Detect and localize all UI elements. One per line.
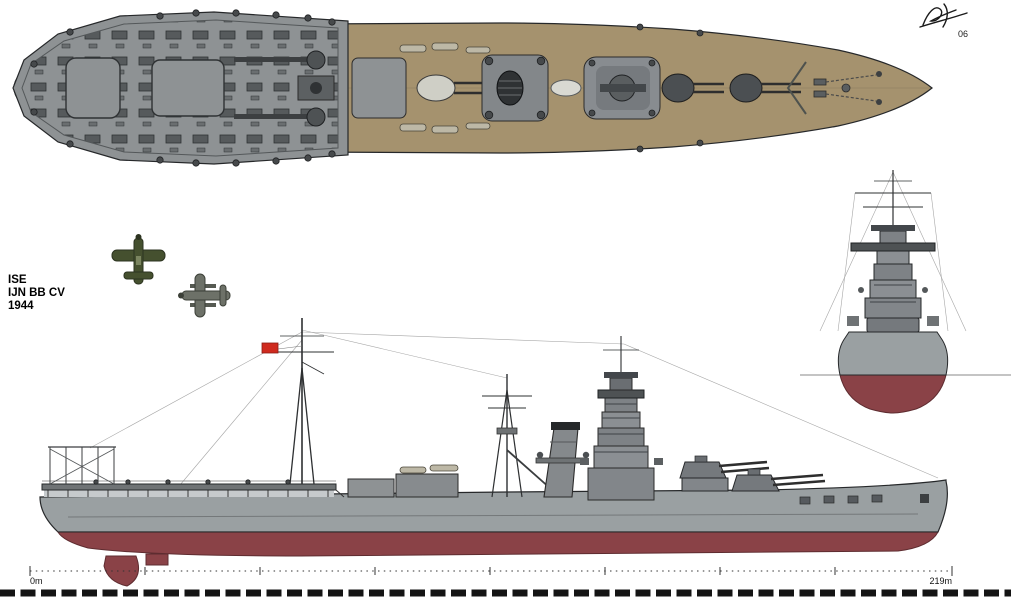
profile-underbody — [57, 531, 939, 557]
scale-end-label: 219m — [929, 576, 952, 586]
naval-ensign-flag — [261, 342, 279, 354]
profile-casemates — [799, 494, 883, 505]
scale-bar: 0m 219m — [29, 566, 953, 586]
aircraft-1 — [111, 234, 166, 285]
bow-turret-face — [866, 317, 920, 333]
ship-year-label: 1944 — [8, 300, 34, 312]
profile-degaussing-line — [67, 513, 919, 518]
signature-year: 06 — [958, 29, 968, 39]
aircraft-1-tailplane — [123, 271, 154, 280]
artist-signature-mark — [919, 3, 968, 28]
plan-pagoda — [583, 56, 661, 120]
profile-rudder — [103, 555, 139, 587]
profile-turret-1 — [731, 468, 826, 492]
plan-funnel-group — [481, 54, 549, 122]
aircraft-1-spinner — [135, 234, 142, 240]
profile-rigging — [89, 329, 939, 486]
plan-aa-mounts — [30, 9, 704, 167]
signature: 06 — [919, 3, 968, 39]
profile-pagoda-mast — [580, 336, 663, 501]
aircraft-1-canopy — [136, 256, 141, 265]
profile-anchor — [920, 494, 929, 503]
aircraft-2 — [178, 273, 231, 318]
aircraft-2-tailplane — [219, 284, 227, 307]
plan-view — [12, 9, 933, 167]
plan-boats — [399, 42, 491, 134]
plan-turret-1 — [729, 73, 801, 103]
profile-turret-2 — [679, 455, 770, 492]
profile-flight-deck — [41, 479, 345, 498]
scale-ticks — [29, 566, 953, 576]
profile-midship-deckhouses — [347, 464, 459, 498]
profile-mainmast — [482, 374, 552, 498]
plan-elevator-forward — [151, 59, 225, 117]
plan-catapults — [234, 50, 335, 127]
profile-aft-mast — [261, 318, 334, 485]
plan-elevator-aft — [65, 57, 121, 119]
bow-mast — [855, 170, 931, 225]
aircraft-2-spinner — [178, 292, 184, 299]
plan-bow-fittings — [786, 61, 882, 115]
ship-name-label: ISE — [8, 274, 27, 286]
plan-boat-amidships — [550, 79, 582, 97]
bow-view — [800, 170, 1011, 414]
profile-skeg — [145, 553, 169, 566]
plan-deckhouse — [351, 57, 407, 119]
profile-view — [39, 318, 948, 587]
title-block: ISE IJN BB CV 1944 — [8, 274, 65, 312]
scale-start-label: 0m — [30, 576, 43, 586]
profile-stern-gantry — [48, 446, 116, 485]
plan-turret-2 — [661, 73, 724, 103]
crane-boom — [506, 449, 552, 490]
bow-underbody — [839, 374, 947, 414]
bow-hull — [837, 331, 949, 376]
ship-designation-label: IJN BB CV — [8, 287, 65, 299]
bow-superstructure — [847, 225, 939, 326]
